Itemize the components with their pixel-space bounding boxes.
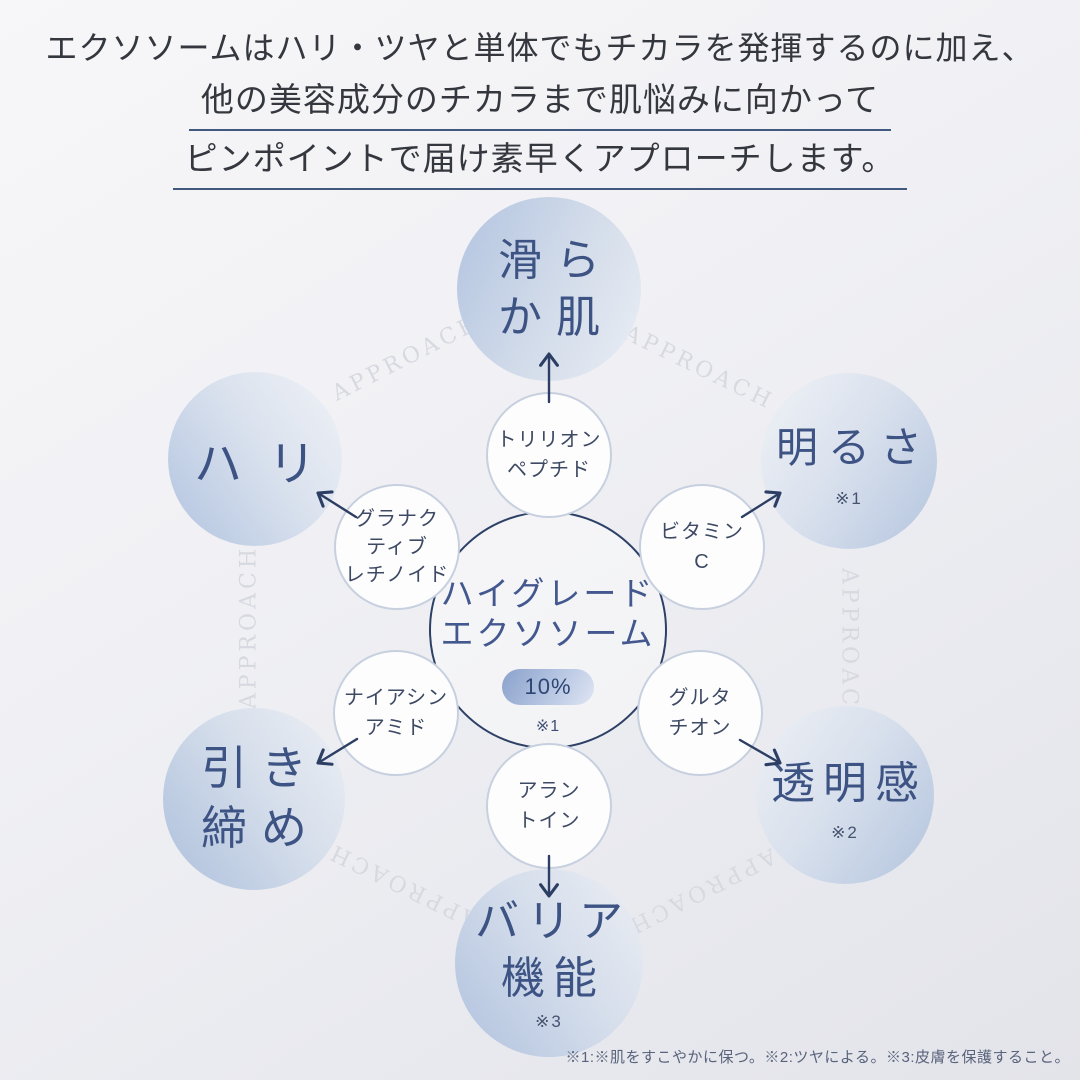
- effect-footnote-mark: ※1: [835, 488, 863, 508]
- ingredient-label: ペプチド: [507, 459, 591, 481]
- concentration-value: 10%: [524, 673, 572, 699]
- approach-watermark-bottom-right: APPROACH: [622, 842, 780, 940]
- effect-circle-smooth-skin: 滑ら か肌: [457, 197, 641, 381]
- ingredient-circle-allantoin: アラン トイン: [486, 743, 612, 869]
- approach-watermark-bottom-left: APPROACH: [323, 837, 483, 933]
- effect-circle-tightening: 引き 締め: [163, 708, 345, 890]
- ingredient-label: ビタミン: [660, 521, 744, 543]
- ingredient-label: チオン: [668, 717, 732, 739]
- center-label: ハイグレード エクソソーム 10% ※1: [428, 574, 668, 736]
- effect-label: 引き: [201, 741, 321, 796]
- effect-label: 滑ら: [498, 234, 614, 286]
- effect-footnote-mark: ※2: [831, 823, 859, 842]
- header-line-3-underlined: ピンポイントで届け素早くアプローチします。: [172, 138, 908, 191]
- effect-circle-barrier-function: バリア 機能 ※3: [455, 869, 643, 1057]
- ingredient-circle-vitamin-c: ビタミン C: [639, 484, 765, 610]
- ingredient-label: トイン: [517, 810, 581, 832]
- header: エクソソームはハリ・ツヤと単体でもチカラを発揮するのに加え、 他の美容成分のチカ…: [0, 28, 1080, 197]
- header-line-1: エクソソームはハリ・ツヤと単体でもチカラを発揮するのに加え、: [45, 30, 1035, 66]
- footnote: ※1:※肌をすこやかに保つ。※2:ツヤによる。※3:皮膚を保護すること。: [565, 1049, 1070, 1066]
- ingredient-label: ナイアシン: [343, 687, 449, 709]
- approach-watermark-top-right: APPROACH: [619, 320, 779, 416]
- center-title-line-2: エクソソーム: [440, 615, 656, 653]
- approach-watermark-left: APPROACH: [236, 545, 262, 709]
- effect-label: バリア: [475, 895, 631, 947]
- ingredient-label: グラナク: [355, 508, 439, 530]
- effect-circle-brightness: 明るさ ※1: [761, 373, 937, 549]
- ingredient-label: ティブ: [366, 536, 428, 558]
- center-circle: [429, 511, 667, 749]
- effect-footnote-mark: ※3: [535, 1012, 563, 1032]
- ingredient-label: アラン: [517, 780, 581, 802]
- ingredient-label: レチノイド: [344, 564, 450, 586]
- center-title-line-1: ハイグレード: [440, 575, 656, 612]
- ingredient-label: C: [694, 551, 710, 573]
- ingredient-label: アミド: [364, 717, 428, 739]
- effect-circle-clarity: 透明感 ※2: [756, 706, 934, 884]
- ingredient-label: トリリオン: [496, 429, 602, 451]
- approach-watermark-top-left: APPROACH: [328, 309, 486, 407]
- concentration-pill: 10%: [502, 668, 594, 705]
- effect-label: 透明感: [771, 758, 927, 809]
- ingredient-circle-niacinamide: ナイアシン アミド: [333, 650, 459, 776]
- center-footnote-mark: ※1: [535, 717, 561, 735]
- ingredient-circle-granactive-retinoid: グラナク ティブ レチノイド: [334, 484, 460, 610]
- ingredient-circle-trillion-peptide: トリリオン ペプチド: [486, 392, 612, 518]
- effect-label: 明るさ: [775, 422, 932, 472]
- ingredient-label: グルタ: [668, 687, 732, 709]
- effect-circle-firmness: ハリ: [168, 372, 342, 546]
- effect-label: 締め: [201, 801, 321, 855]
- effect-label: ハリ: [193, 436, 342, 492]
- effect-label: 機能: [501, 952, 605, 1004]
- header-line-2-underlined: 他の美容成分のチカラまで肌悩みに向かって: [188, 79, 892, 131]
- effect-label: か肌: [498, 292, 614, 343]
- ingredient-circle-glutathione: グルタ チオン: [637, 650, 763, 776]
